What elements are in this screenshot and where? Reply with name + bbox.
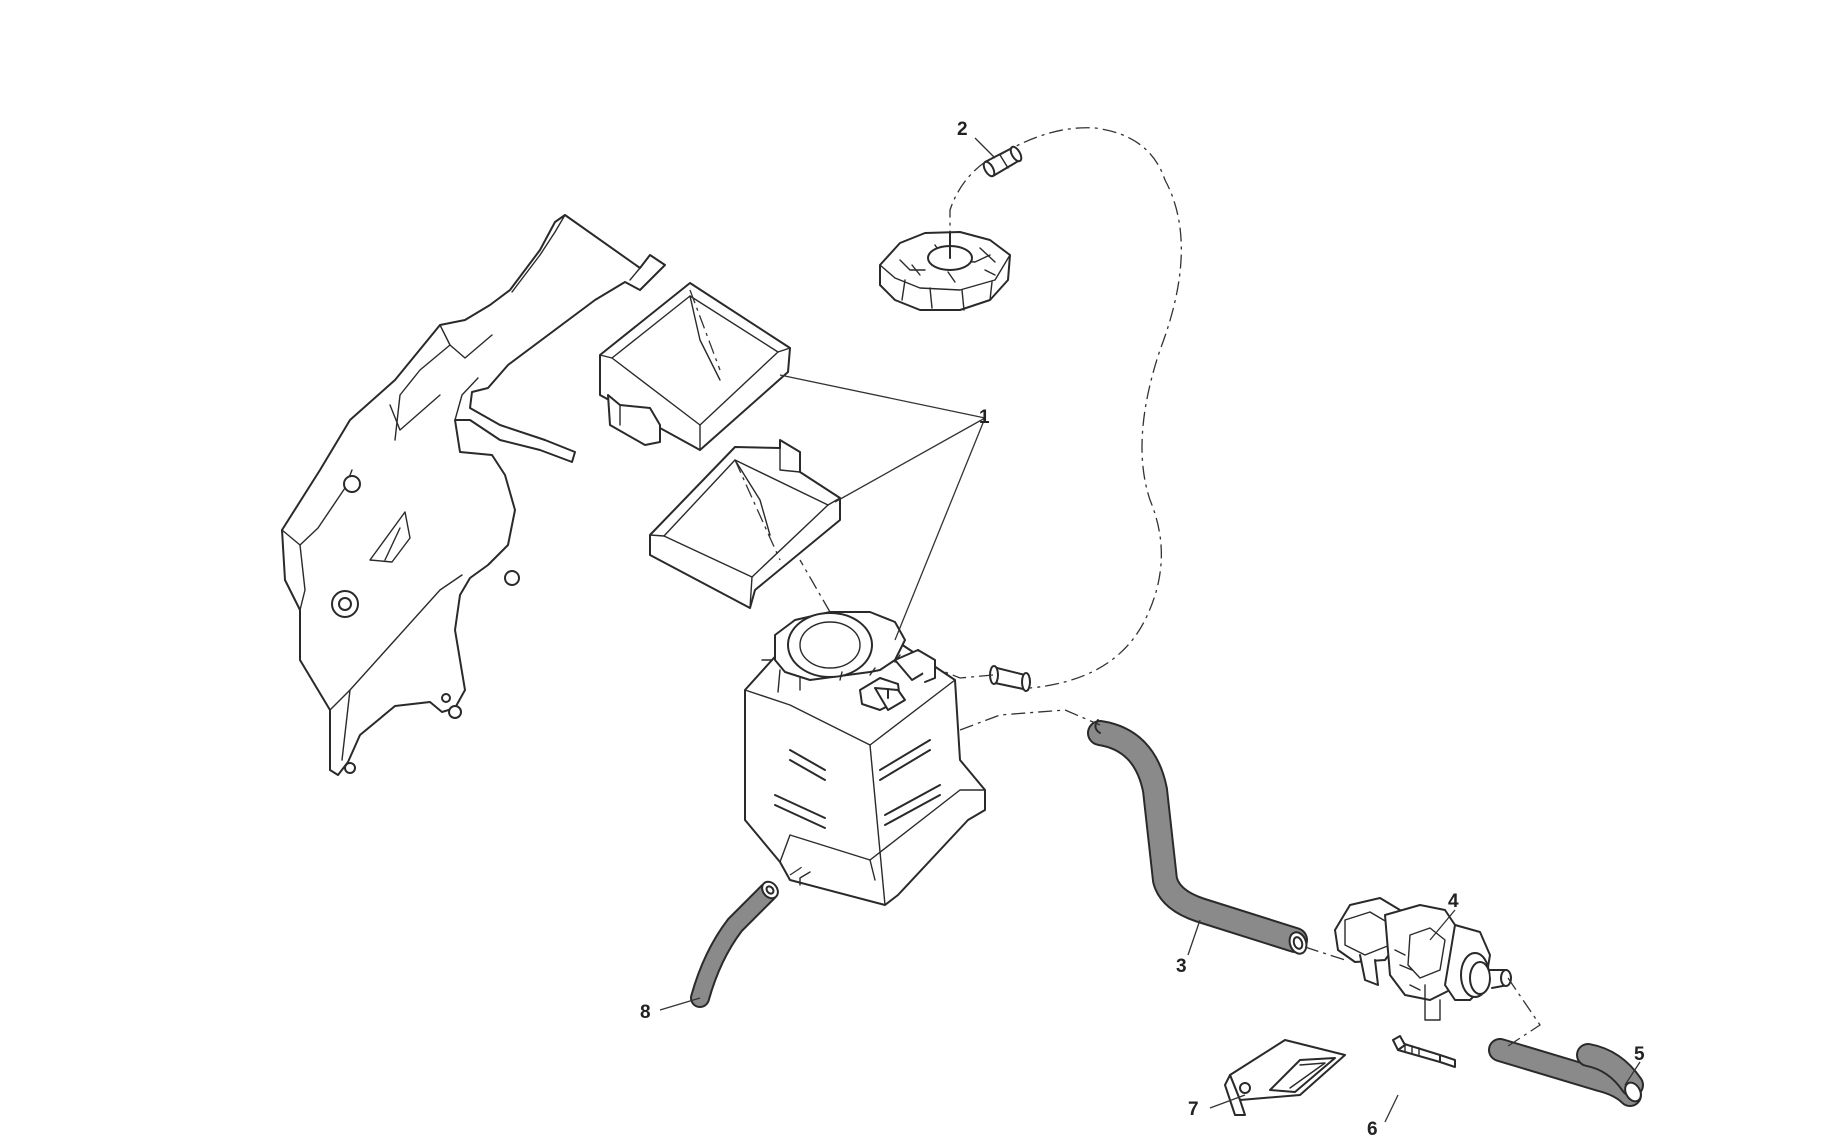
hose-3 (1087, 719, 1308, 955)
hose-8 (690, 880, 779, 1008)
callout-2: 2 (957, 119, 968, 140)
clip-6 (1392, 1035, 1456, 1068)
purge-valve-4 (1334, 897, 1512, 1021)
callout-5: 5 (1634, 1044, 1645, 1065)
flow-lines (689, 127, 1541, 1049)
evap-canister (744, 611, 986, 906)
callout-labels: 1 2 3 4 5 6 7 8 (640, 119, 1645, 1137)
callout-6: 6 (1367, 1119, 1378, 1137)
mounting-bracket (281, 214, 666, 776)
fuel-cap (879, 231, 1011, 311)
leader-lines (659, 137, 1641, 1123)
small-connector-2 (982, 145, 1023, 178)
callout-7: 7 (1188, 1099, 1199, 1120)
callout-8: 8 (640, 1002, 651, 1023)
bracket-7 (1224, 1039, 1346, 1116)
rubber-sleeve-upper (599, 282, 791, 451)
small-connector-2b (989, 665, 1031, 692)
rubber-sleeve-lower (649, 439, 841, 609)
callout-4: 4 (1448, 891, 1459, 912)
hose-5 (1488, 1038, 1644, 1107)
callout-1: 1 (979, 407, 990, 428)
callout-3: 3 (1176, 956, 1187, 977)
